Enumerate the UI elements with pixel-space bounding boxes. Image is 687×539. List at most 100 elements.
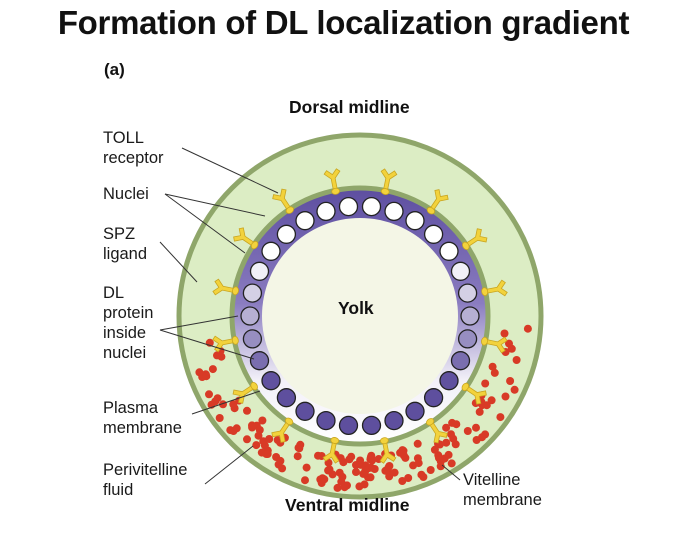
spz-ligand-dot — [333, 483, 342, 492]
spz-ligand-dot — [278, 464, 287, 473]
nucleus — [316, 201, 336, 222]
spz-ligand-dot — [226, 426, 235, 435]
spz-ligand-dot — [211, 397, 220, 406]
spz-ligand-dot — [434, 453, 443, 462]
spz-ligand-dot — [302, 463, 311, 472]
spz-ligand-dot — [276, 456, 285, 465]
spz-ligand-dot — [205, 390, 213, 399]
spz-ligand-dot — [481, 379, 490, 388]
spz-ligand-dot — [512, 356, 521, 364]
leader-spz — [159, 241, 198, 283]
spz-ligand-dot — [314, 451, 322, 460]
nucleus — [261, 371, 281, 391]
spz-ligand-dot — [463, 427, 472, 435]
spz-ligand-dot — [202, 372, 211, 381]
spz-ligand-dot — [442, 438, 451, 447]
spz-ligand-dot — [447, 430, 455, 439]
spz-ligand-dot — [248, 423, 257, 432]
spz-ligand-dot — [243, 435, 251, 444]
toll-receptor-icon — [233, 227, 259, 250]
nucleus — [384, 201, 404, 222]
nucleus — [249, 351, 270, 371]
spz-ligand-dot — [243, 406, 251, 415]
toll-receptor-icon — [426, 189, 449, 215]
spz-ligand-dot — [490, 368, 499, 377]
spz-ligand-dot — [293, 452, 302, 461]
dl-protein-label: DL protein inside nuclei — [103, 284, 154, 362]
toll-receptor-icon — [481, 336, 508, 354]
nucleus — [384, 410, 404, 431]
spz-ligand-dot — [417, 470, 426, 479]
toll-receptor-icon — [212, 278, 239, 296]
toll-receptor-icon — [232, 382, 258, 404]
spz-ligand-dot — [400, 451, 408, 460]
leader-plasma — [191, 390, 261, 415]
nucleus — [249, 261, 270, 281]
spz-ligand-dot — [339, 458, 348, 467]
toll-receptor-icon — [380, 168, 398, 195]
nucleus — [338, 415, 359, 436]
spz-ligand-dot — [404, 474, 413, 482]
nucleus — [242, 329, 263, 349]
toll-receptor-label: TOLL receptor — [103, 129, 164, 167]
spz-ligand-dot — [448, 418, 457, 427]
spz-ligand-label: SPZ ligand — [103, 225, 148, 263]
spz-ligand-dot — [265, 435, 274, 443]
spz-ligand-dot — [368, 456, 376, 465]
spz-ligand-dot — [215, 414, 224, 422]
spz-ligand-dot — [475, 407, 484, 416]
nuclei-label: Nuclei — [103, 185, 149, 203]
spz-ligand-dot — [352, 468, 360, 476]
spz-ligand-dot — [501, 392, 510, 401]
spz-ligand-dot — [301, 476, 309, 485]
leader-toll — [181, 147, 279, 194]
toll-receptor-icon — [379, 437, 397, 464]
plasma-membrane-label: Plasma membrane — [103, 399, 182, 437]
spz-ligand-dot — [384, 463, 393, 472]
spz-ligand-dot — [426, 466, 435, 474]
spz-ligand-dot — [229, 400, 238, 409]
nucleus — [460, 306, 480, 326]
toll-receptor-icon — [426, 418, 448, 444]
spz-ligand-dot — [320, 475, 329, 484]
spz-ligand-dot — [482, 401, 491, 410]
nucleus — [295, 401, 315, 421]
nucleus — [450, 351, 471, 371]
nucleus — [361, 196, 382, 217]
spz-ligand-dot — [444, 450, 453, 459]
spz-ligand-dot — [366, 473, 375, 482]
nucleus — [457, 329, 478, 349]
nucleus — [423, 224, 444, 244]
toll-receptor-icon — [462, 228, 488, 250]
toll-receptor-icon — [481, 279, 508, 297]
nucleus — [361, 415, 382, 436]
spz-ligand-dot — [488, 362, 497, 371]
nucleus — [276, 388, 297, 408]
spz-ligand-dot — [413, 454, 422, 463]
spz-ligand-dot — [254, 431, 263, 440]
vitelline-membrane-label: Vitelline membrane — [463, 471, 542, 509]
nucleus — [439, 241, 459, 261]
spz-ligand-dot — [195, 368, 204, 377]
spz-ligand-dot — [361, 466, 370, 475]
leader-lines — [159, 147, 461, 485]
spz-ligand-dot — [208, 365, 217, 374]
spz-ligand-dot — [523, 324, 532, 333]
nucleus — [338, 196, 359, 217]
perivitelline-fluid-label: Perivitelline fluid — [103, 461, 188, 499]
panel-label: (a) — [104, 60, 125, 79]
spz-ligand-dot — [496, 413, 505, 422]
spz-ligand-dot — [355, 482, 364, 491]
spz-ligand-dot — [447, 459, 456, 468]
spz-ligand-dot — [219, 400, 227, 409]
spz-ligand-dot — [472, 423, 480, 432]
spz-ligand-dot — [324, 466, 333, 475]
spz-ligand-dot — [370, 465, 379, 473]
nucleus — [240, 306, 260, 326]
spz-ligand-dot — [500, 329, 509, 338]
nucleus — [405, 211, 425, 231]
spz-ligand-dot — [413, 439, 422, 448]
leader-nuclei-2 — [164, 193, 246, 254]
spz-ligand-dot — [345, 455, 354, 464]
